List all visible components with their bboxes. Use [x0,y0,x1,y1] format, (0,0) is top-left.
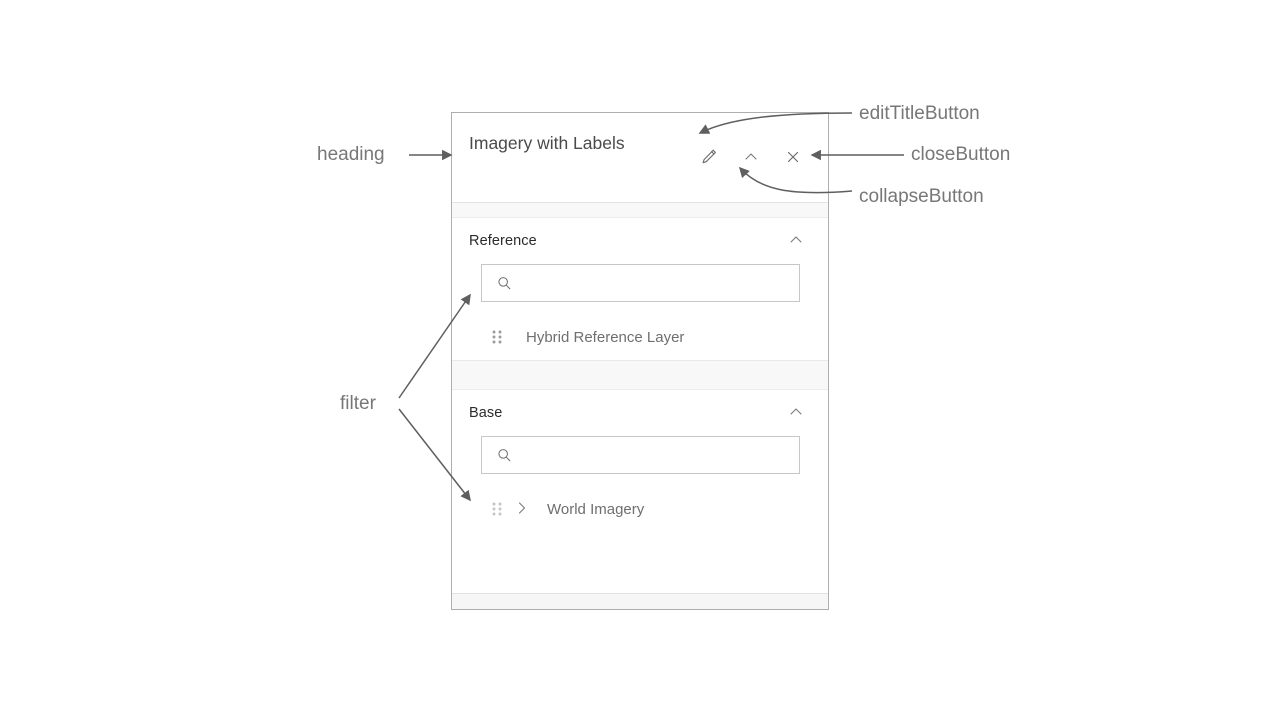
panel-footer [452,593,828,609]
page-title: Imagery with Labels [469,133,625,153]
expand-button-world-imagery[interactable] [508,496,536,522]
drag-handle-icon[interactable] [486,326,508,348]
layer-item-hybrid-reference-layer[interactable]: Hybrid Reference Layer [481,314,800,360]
section-collapse-button-base[interactable] [775,398,817,428]
section-divider-strip [452,360,828,390]
chevron-up-icon [786,230,806,253]
chevron-up-icon [786,402,806,425]
panel-header-actions [688,143,814,173]
filter-base[interactable] [481,436,800,474]
section-body-base: World Imagery [452,436,828,532]
collapse-button[interactable] [730,143,772,173]
annotation-filter: filter [340,393,376,414]
section-base: Base [452,390,828,532]
annotation-collapse-button: collapseButton [859,186,984,207]
layer-item-world-imagery[interactable]: World Imagery [481,486,800,532]
section-header-base[interactable]: Base [452,390,828,436]
chevron-up-icon [741,147,761,170]
layer-list-panel: Imagery with Labels [451,112,829,610]
section-body-reference: Hybrid Reference Layer [452,264,828,360]
layer-label: World Imagery [547,500,645,518]
close-button[interactable] [772,143,814,173]
search-icon [496,275,513,297]
annotation-edit-title-button: editTitleButton [859,103,980,124]
layer-label: Hybrid Reference Layer [526,328,685,346]
section-header-reference[interactable]: Reference [452,218,828,264]
annotation-close-button: closeButton [911,144,1011,165]
edit-title-button[interactable] [688,143,730,173]
section-reference: Reference [452,218,828,360]
section-collapse-button-reference[interactable] [775,226,817,256]
header-divider-strip [452,203,828,218]
annotation-heading: heading [317,144,385,165]
panel-spacer [452,532,828,593]
filter-reference[interactable] [481,264,800,302]
pencil-icon [699,147,719,170]
drag-handle-icon[interactable] [486,498,508,520]
close-icon [783,147,803,170]
chevron-right-icon [513,499,531,520]
section-title-base: Base [469,405,503,421]
section-title-reference: Reference [469,233,537,249]
filter-input-reference[interactable] [482,265,799,301]
filter-input-base[interactable] [482,437,799,473]
panel-header: Imagery with Labels [452,113,828,203]
search-icon [496,447,513,469]
